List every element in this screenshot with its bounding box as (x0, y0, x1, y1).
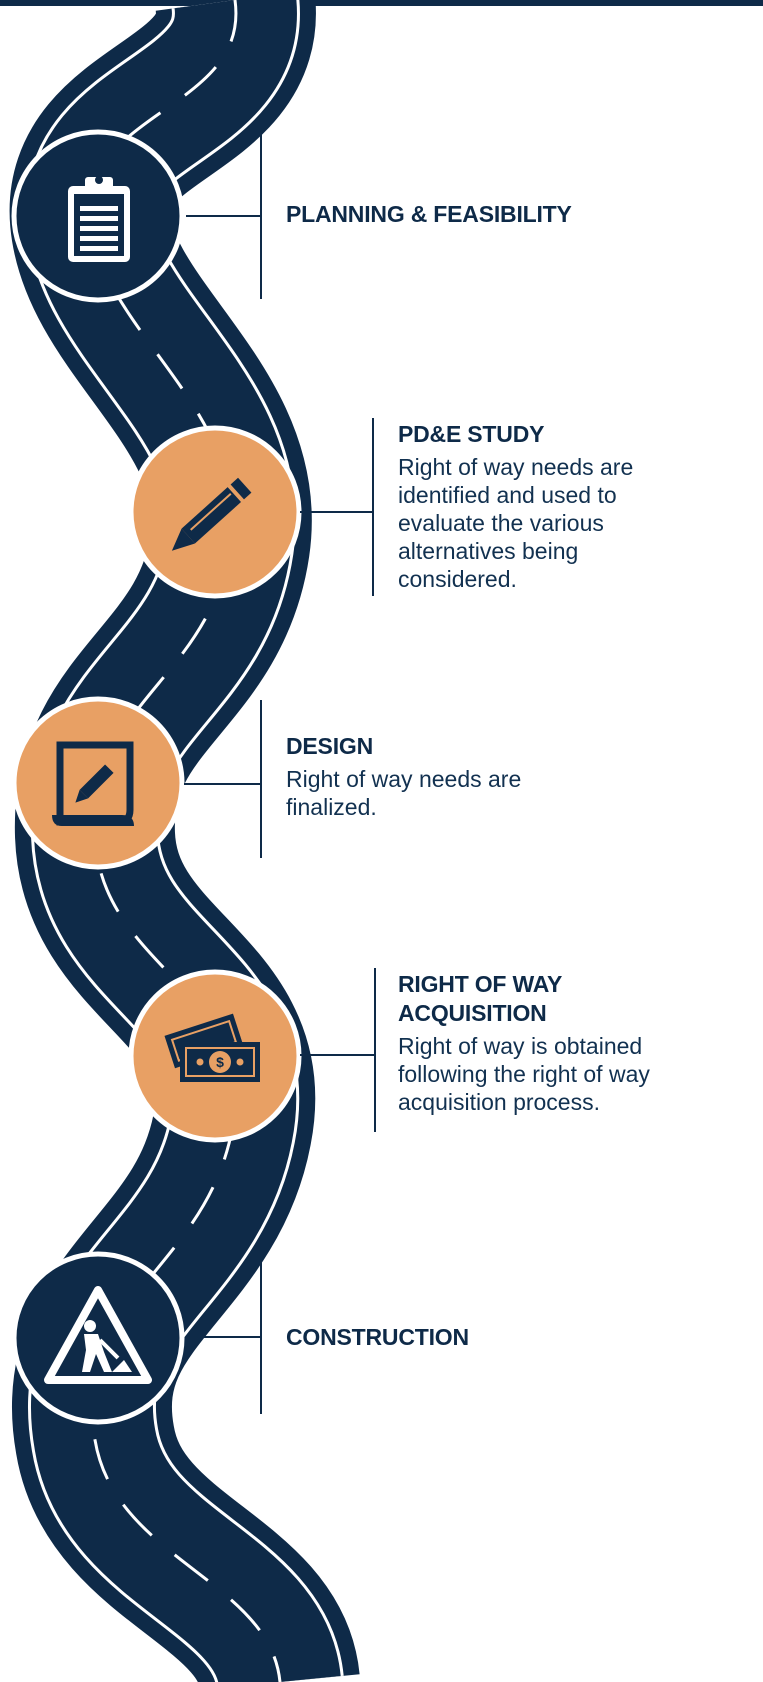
connector-construction (186, 1336, 262, 1338)
step-pde: PD&E STUDY Right of way needs are identi… (398, 420, 678, 593)
connector-design (184, 783, 262, 785)
step-design-marker (11, 696, 185, 870)
bracket-planning (260, 127, 262, 299)
top-border (0, 0, 763, 6)
step-planning: PLANNING & FEASIBILITY (286, 200, 726, 229)
bracket-construction (260, 1256, 262, 1414)
step-description: Right of way needs are finalized. (286, 766, 522, 820)
money-icon: $ (164, 1013, 260, 1082)
construction-sign-icon (44, 1286, 152, 1384)
step-row: RIGHT OF WAY ACQUISITION Right of way is… (398, 970, 708, 1116)
step-description: Right of way is obtained following the r… (398, 1033, 650, 1115)
step-planning-marker (11, 129, 185, 303)
step-title: PD&E STUDY (398, 421, 545, 447)
step-row-marker: $ (128, 969, 302, 1143)
design-document-icon (52, 741, 134, 826)
bracket-pde (372, 418, 374, 596)
step-title: PLANNING & FEASIBILITY (286, 201, 572, 227)
connector-pde (300, 511, 374, 513)
connector-planning (186, 215, 262, 217)
step-construction-marker (11, 1251, 185, 1425)
step-pde-marker (128, 425, 302, 599)
clipboard-icon (68, 176, 130, 262)
step-construction: CONSTRUCTION (286, 1323, 726, 1352)
step-title: DESIGN (286, 733, 373, 759)
step-title: RIGHT OF WAY ACQUISITION (398, 971, 562, 1026)
svg-text:$: $ (216, 1054, 224, 1070)
step-design: DESIGN Right of way needs are finalized. (286, 732, 546, 821)
pencil-icon (171, 477, 252, 551)
bracket-row (374, 968, 376, 1132)
bracket-design (260, 700, 262, 858)
step-description: Right of way needs are identified and us… (398, 454, 634, 592)
connector-row (300, 1054, 376, 1056)
step-title: CONSTRUCTION (286, 1324, 469, 1350)
